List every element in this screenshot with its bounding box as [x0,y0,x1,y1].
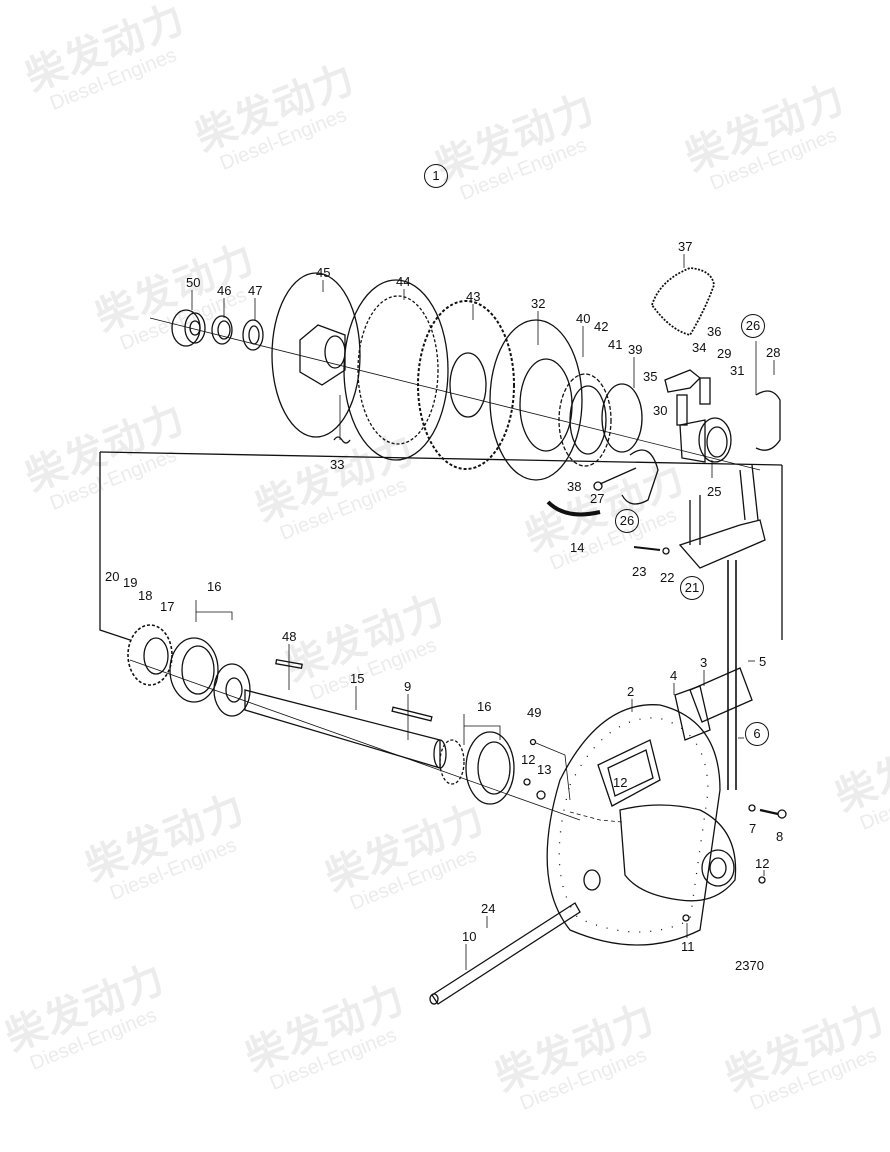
part-callout: 35 [643,369,658,384]
part-callout: 42 [594,319,609,334]
part-callout: 46 [217,283,232,298]
part-callout: 16 [477,699,492,714]
part-callout: 41 [608,337,623,352]
part-callout: 13 [537,762,552,777]
part-callout: 17 [160,599,175,614]
part-callout: 27 [590,491,605,506]
callout-group-ref: 26 [615,509,639,533]
callout-group-ref: 21 [680,576,704,600]
part-callout: 14 [570,540,585,555]
part-callout: 11 [681,939,695,954]
part-callout: 2 [627,684,635,699]
part-callout: 32 [531,296,546,311]
part-callout: 40 [576,311,591,326]
part-callout: 31 [730,363,745,378]
part-callout: 19 [123,575,138,590]
part-callout: 24 [481,901,496,916]
part-callout: 38 [567,479,582,494]
callout-group-ref: 26 [741,314,765,338]
part-callout: 12 [521,752,536,767]
part-callout: 22 [660,570,675,585]
callout-group-ref: 6 [745,722,769,746]
part-callout: 20 [105,569,120,584]
part-callout: 45 [316,265,331,280]
part-callout: 15 [350,671,365,686]
part-callout: 39 [628,342,643,357]
part-callout: 23 [632,564,647,579]
part-callout: 10 [462,929,477,944]
part-callout: 47 [248,283,263,298]
part-callout: 44 [396,274,411,289]
part-callout: 48 [282,629,297,644]
part-callout: 16 [207,579,222,594]
part-callout: 37 [678,239,693,254]
part-callout: 5 [759,654,767,669]
part-callout: 33 [330,457,345,472]
part-callout: 43 [466,289,481,304]
part-callout: 49 [527,705,542,720]
frame-left [99,452,131,641]
part-callout: 18 [138,588,153,603]
part-callout: 36 [707,324,722,339]
part-callout: 29 [717,346,732,361]
part-callout: 7 [749,821,757,836]
part-callout: 9 [404,679,412,694]
part-callout: 12 [755,856,770,871]
part-callout: 28 [766,345,781,360]
part-callout: 3 [700,655,708,670]
callout-group-ref: 1 [424,164,448,188]
part-callout: 8 [776,829,784,844]
part-callout: 30 [653,403,668,418]
figure-number: 2370 [735,958,764,973]
part-callout: 50 [186,275,201,290]
part-callout: 25 [707,484,722,499]
part-callout: 34 [692,340,707,355]
part-callout: 4 [670,668,678,683]
part-callout: 12 [613,775,628,790]
